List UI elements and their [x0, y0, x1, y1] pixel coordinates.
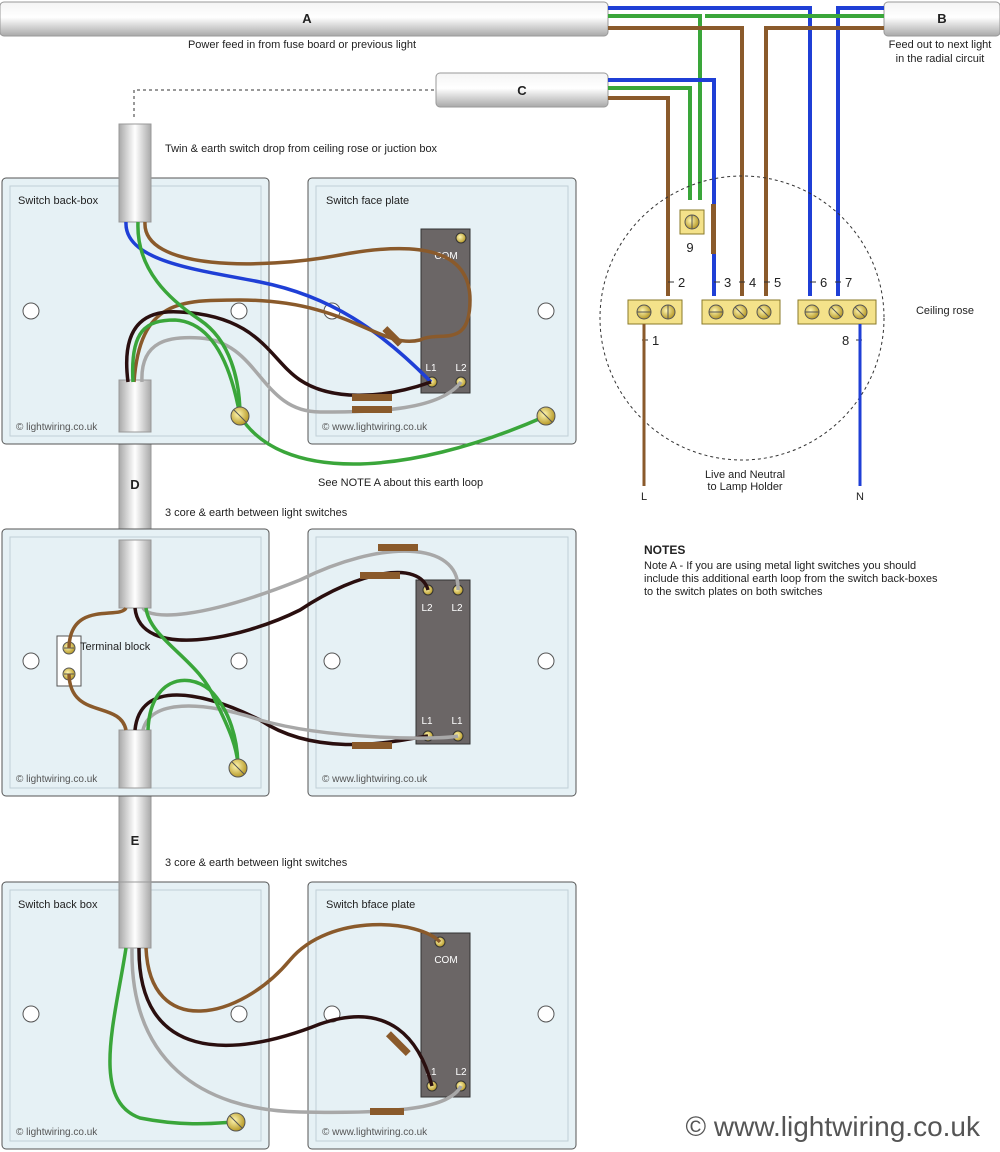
terminal-ticks	[642, 281, 862, 341]
cable-b-caption-line2: in the radial circuit	[896, 53, 985, 65]
cable-e-label: E	[131, 833, 140, 848]
cable-d-label: D	[130, 477, 139, 492]
terminal-block-label: Terminal block	[80, 641, 151, 653]
switch2-mechanism	[415, 579, 471, 745]
switch1-cable-in	[118, 123, 152, 223]
switch2-l1a-label: L1	[421, 716, 433, 727]
notes-line3: to the switch plates on both switches	[644, 586, 823, 598]
switch1-faceplate-label: Switch face plate	[326, 195, 409, 207]
switch2-wires	[67, 549, 460, 769]
earth-sleeve	[711, 204, 716, 254]
switch2-backbox	[1, 528, 270, 797]
switch3-mechanism	[420, 932, 471, 1098]
label-7: 7	[845, 275, 852, 290]
lamp-caption-line2: to Lamp Holder	[707, 481, 783, 493]
switch3-l2-label: L2	[455, 1067, 467, 1078]
rose-terminal-block-live	[627, 299, 683, 325]
switch2-backbox-copyright: © lightwiring.co.uk	[16, 774, 98, 785]
switch2-cable-in	[118, 539, 152, 609]
switch2-earth-terminal	[228, 758, 248, 778]
lamp-caption-line1: Live and Neutral	[705, 469, 785, 481]
label-3: 3	[724, 275, 731, 290]
switch1-faceplate-copyright: © www.lightwiring.co.uk	[322, 422, 428, 433]
cable-b: B	[883, 1, 1000, 37]
cable-a-caption: Power feed in from fuse board or previou…	[188, 39, 416, 51]
label-neutral: N	[856, 491, 864, 503]
cable-b-label: B	[937, 11, 946, 26]
rose-terminal-block-neutral	[797, 299, 877, 325]
switch3-earth-terminal	[226, 1112, 246, 1132]
switch3-backbox	[1, 881, 270, 1150]
notes-line2: include this additional earth loop from …	[644, 573, 938, 585]
label-live: L	[641, 491, 647, 503]
footer-copyright: © www.lightwiring.co.uk	[685, 1111, 981, 1142]
feed-conductors	[608, 6, 884, 296]
label-1: 1	[652, 333, 659, 348]
switch3-com-label: COM	[434, 955, 457, 966]
switch1-earth-terminals	[230, 406, 556, 426]
switch1-backbox-copyright: © lightwiring.co.uk	[16, 422, 98, 433]
switch1-cable-out	[118, 379, 152, 433]
switch3-cable-in	[118, 881, 152, 949]
switch1-backbox-label: Switch back-box	[18, 195, 99, 207]
switch1-l2-label: L2	[455, 363, 467, 374]
switch3-wires	[108, 922, 463, 1126]
switch3-l1-label: L1	[425, 1067, 437, 1078]
switch2-cable-out	[118, 729, 152, 789]
cable-b-caption-line1: Feed out to next light	[889, 39, 992, 51]
switch2-faceplate-copyright: © www.lightwiring.co.uk	[322, 774, 428, 785]
rose-terminal-block-loop	[701, 299, 781, 325]
ceiling-rose-label: Ceiling rose	[916, 305, 974, 317]
cable-c-top: C	[435, 72, 609, 108]
switch2-l2a-label: L2	[421, 603, 433, 614]
switch2-sleeves	[352, 544, 418, 749]
rose-terminal-9	[679, 209, 705, 235]
switch1-wires	[124, 221, 547, 466]
switch2-l1b-label: L1	[451, 716, 463, 727]
ceiling-rose-outline	[599, 175, 885, 461]
cable-c-dashed-route	[133, 89, 434, 118]
label-6: 6	[820, 275, 827, 290]
switch3-faceplate-copyright: © www.lightwiring.co.uk	[322, 1127, 428, 1138]
switch1-earth-note: See NOTE A about this earth loop	[318, 477, 483, 489]
switch1-backbox	[1, 177, 270, 445]
cable-e-caption: 3 core & earth between light switches	[165, 857, 348, 869]
switch3-sleeves	[370, 1031, 411, 1115]
cable-a: A	[0, 1, 609, 37]
label-5: 5	[774, 275, 781, 290]
switch1-l1-label: L1	[425, 363, 437, 374]
switch3-backbox-label: Switch back box	[18, 899, 98, 911]
notes-line1: Note A - If you are using metal light sw…	[644, 560, 916, 572]
label-4: 4	[749, 275, 756, 290]
cable-d-caption: 3 core & earth between light switches	[165, 507, 348, 519]
notes-title: NOTES	[644, 543, 685, 557]
cable-c-caption: Twin & earth switch drop from ceiling ro…	[165, 143, 438, 155]
label-8: 8	[842, 333, 849, 348]
cable-a-label: A	[302, 11, 312, 26]
switch3-backbox-copyright: © lightwiring.co.uk	[16, 1127, 98, 1138]
cable-c-top-label: C	[517, 83, 527, 98]
switch3-faceplate-label: Switch bface plate	[326, 899, 415, 911]
switch2-l2b-label: L2	[451, 603, 463, 614]
label-2: 2	[678, 275, 685, 290]
switch1-sleeves	[352, 326, 403, 413]
label-9: 9	[686, 240, 693, 255]
